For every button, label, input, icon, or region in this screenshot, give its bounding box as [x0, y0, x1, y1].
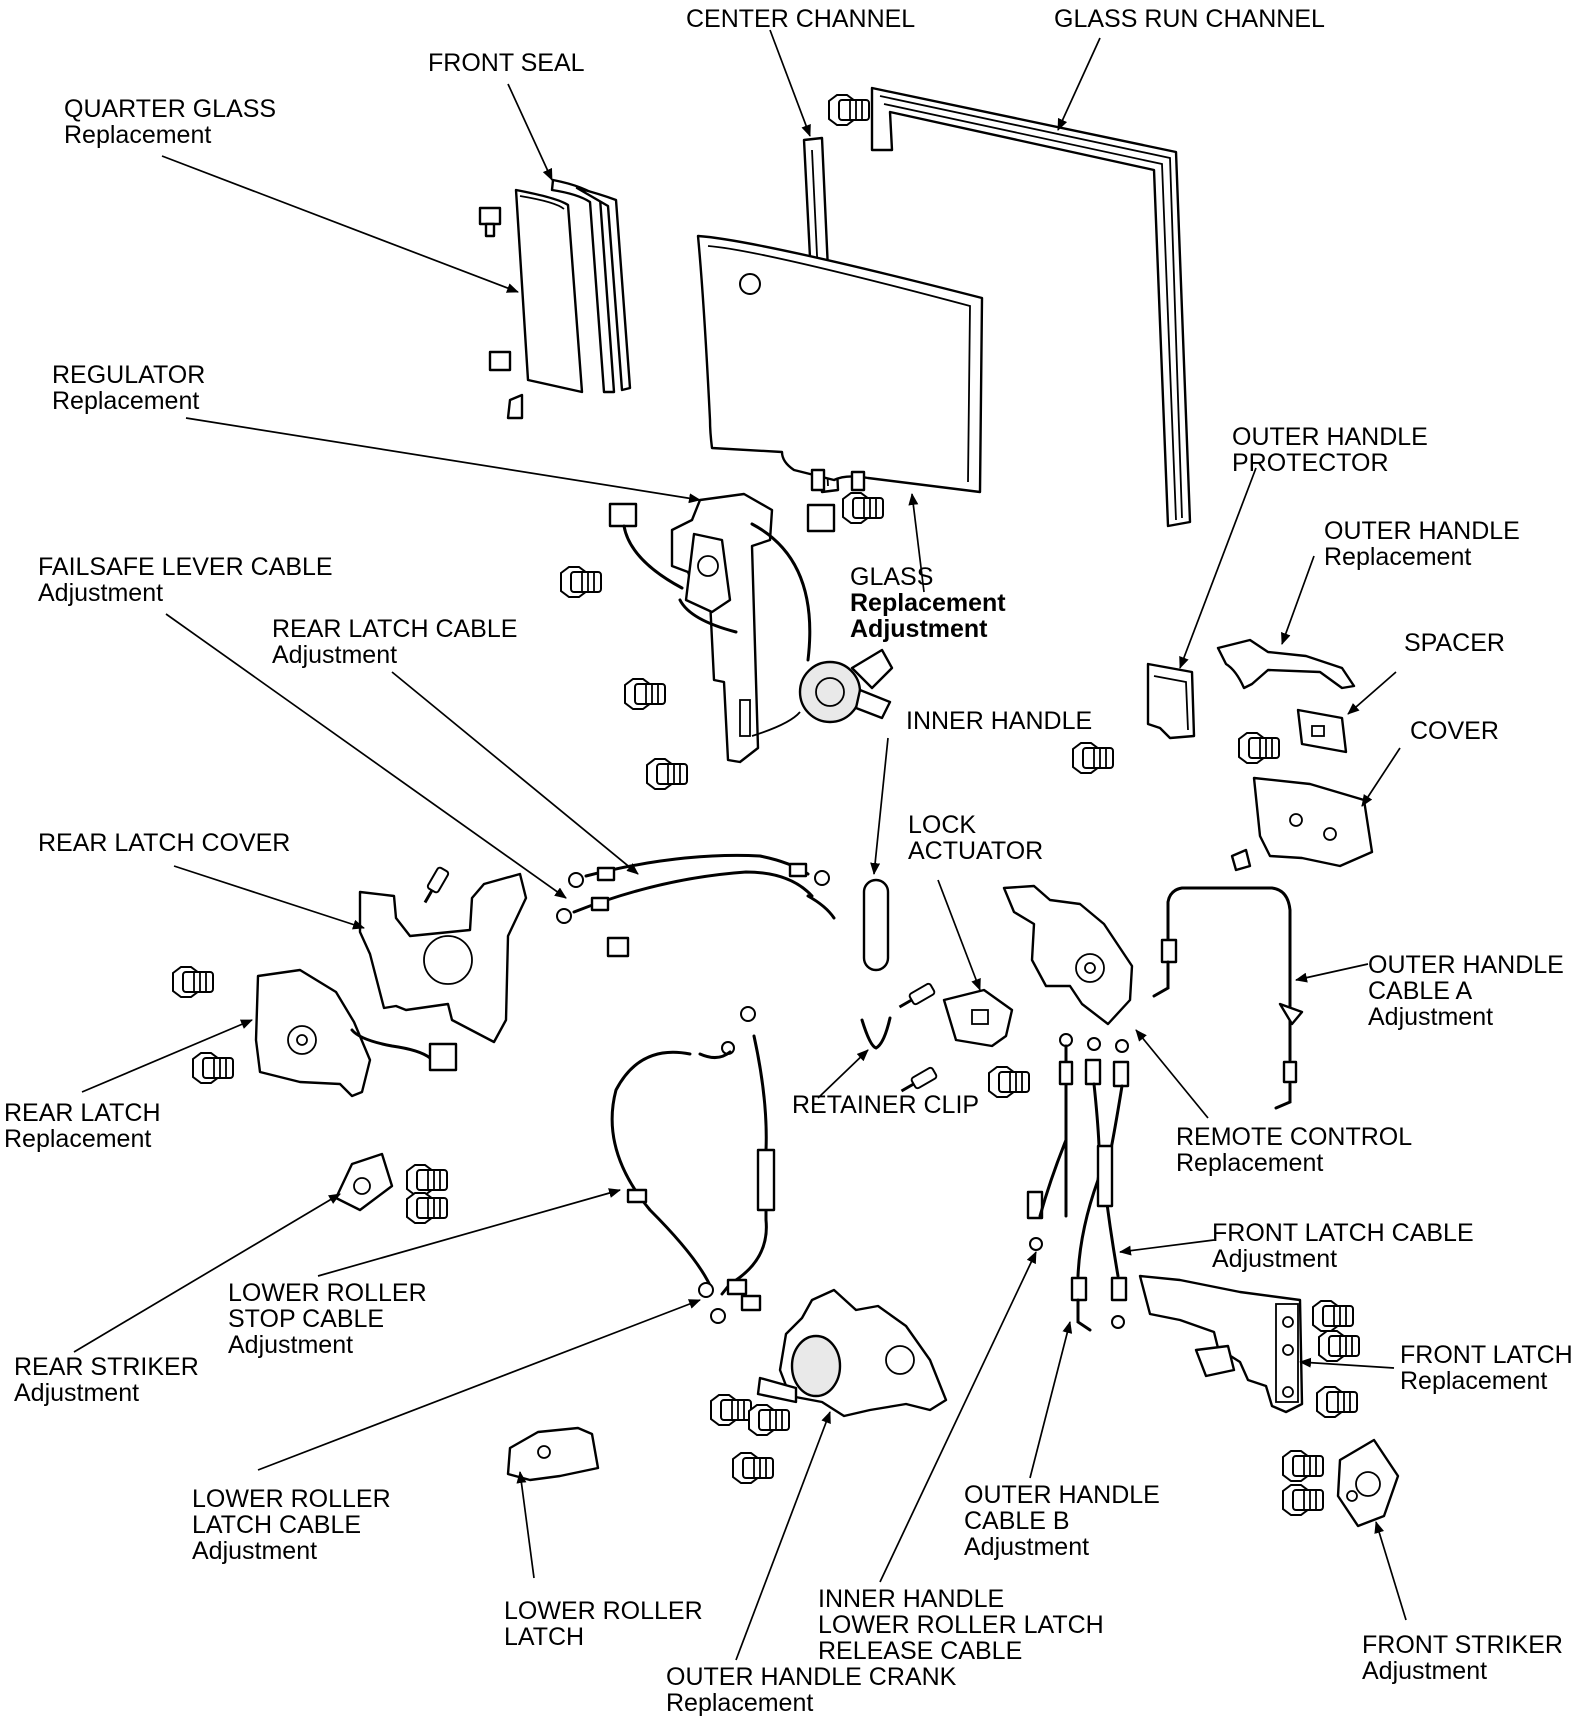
label-front-seal: FRONT SEAL	[428, 49, 585, 77]
lower-roller-stop-cable	[610, 1041, 735, 1292]
outer-handle-crank	[710, 1288, 948, 1484]
regulator-motor	[798, 648, 894, 724]
label-rear-latch-cover: REAR LATCH COVER	[38, 829, 291, 857]
inner-handle-release-cable	[1026, 1033, 1074, 1251]
regulator-bolts	[560, 566, 688, 790]
failsafe-lever-cable	[556, 870, 814, 924]
lock-actuator	[894, 981, 1030, 1098]
center-channel-bolt	[828, 94, 870, 126]
window-regulator	[670, 492, 812, 764]
lower-roller-latch	[506, 1426, 600, 1482]
label-glass-run-channel: GLASS RUN CHANNEL	[1054, 5, 1325, 33]
outer-handle	[1216, 638, 1356, 690]
front-seal	[550, 178, 632, 394]
remote-control	[1002, 884, 1134, 1026]
outer-handle-protector	[1072, 662, 1196, 774]
front-latch	[1138, 1274, 1360, 1418]
quarter-glass-clips	[478, 206, 524, 420]
label-center-channel: CENTER CHANNEL	[686, 5, 916, 33]
front-striker	[1282, 1438, 1400, 1528]
cable-clip	[606, 936, 630, 958]
regulator-connector	[608, 502, 684, 590]
front-latch-cable	[1070, 1037, 1130, 1332]
label-retainer-clip: RETAINER CLIP	[792, 1091, 980, 1119]
label-spacer: SPACER	[1404, 629, 1505, 657]
label-cover: COVER	[1410, 717, 1499, 745]
retainer-clip	[860, 1016, 892, 1050]
rear-latch-cover	[358, 865, 528, 1044]
leader-lines	[73, 29, 1407, 1661]
glass-bracket	[806, 492, 884, 533]
lower-roller-latch-cable	[698, 1006, 776, 1324]
spacer	[1296, 708, 1348, 754]
glass-run-channel	[870, 86, 1192, 528]
cover-bolt	[1238, 732, 1280, 764]
rear-striker	[334, 1152, 448, 1224]
quarter-glass	[514, 188, 584, 394]
label-inner-handle: INNER HANDLE	[906, 707, 1093, 735]
inner-handle	[862, 878, 890, 972]
door-glass	[696, 234, 984, 494]
rear-latch	[172, 966, 458, 1098]
outer-handle-cable-a	[1152, 886, 1304, 1110]
cover	[1230, 776, 1374, 872]
